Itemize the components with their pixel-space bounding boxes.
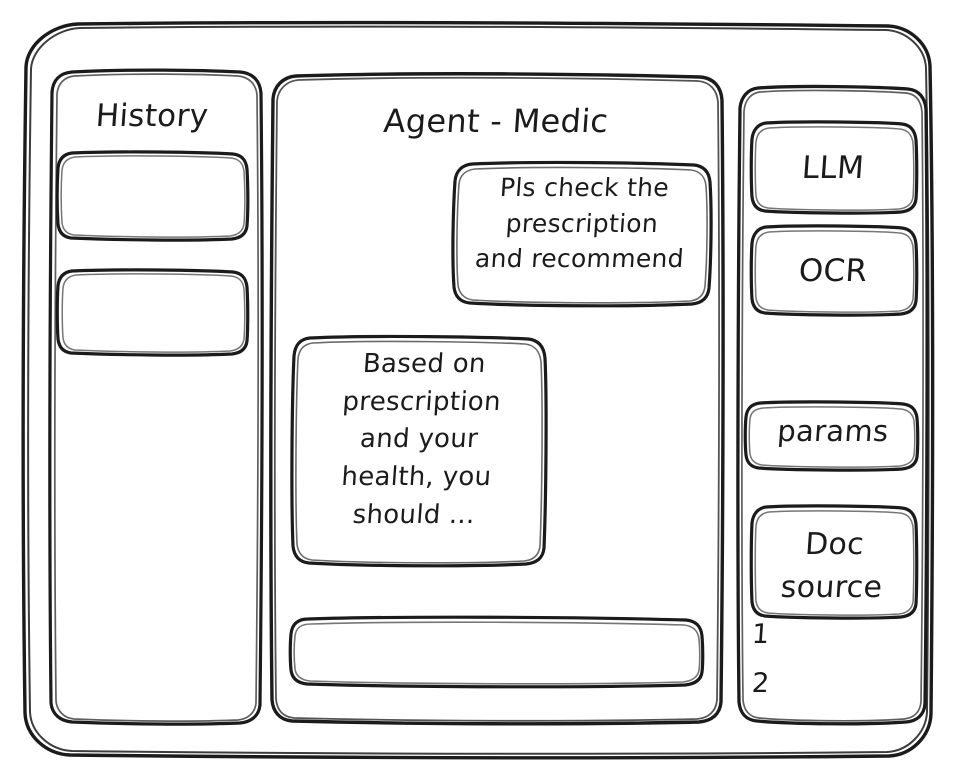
page-title: Agent - Medic (382, 102, 610, 140)
agent-message-bubble-outline (290, 334, 548, 568)
main-panel-outline (269, 72, 725, 726)
left-sidebar-panel-outline (48, 68, 264, 726)
ocr-button-label: OCR (797, 253, 869, 289)
user-message-bubble-outline (451, 160, 713, 308)
right-sidebar-panel-outline (736, 84, 929, 726)
composer-input-outline[interactable] (288, 615, 705, 689)
doc-source-label: Doc source (779, 527, 884, 605)
ocr-button-outline[interactable] (749, 224, 919, 317)
doc-source-item-2[interactable]: 2 (750, 668, 771, 699)
doc-source-box-outline[interactable] (749, 504, 919, 620)
agent-message-text: Based on prescription and your health, y… (340, 349, 502, 530)
history-item-1-outline[interactable] (55, 150, 250, 242)
llm-button-label: LLM (800, 150, 866, 186)
params-button-label: params (776, 414, 890, 448)
doc-source-item-1[interactable]: 1 (750, 619, 771, 650)
left-sidebar-title: History (94, 98, 210, 134)
params-button-outline[interactable] (743, 400, 920, 472)
llm-button-outline[interactable] (749, 120, 919, 215)
window-frame (21, 20, 935, 760)
user-message-text: Pls check the prescription and recommend (474, 173, 685, 273)
history-item-2-outline[interactable] (55, 268, 250, 357)
